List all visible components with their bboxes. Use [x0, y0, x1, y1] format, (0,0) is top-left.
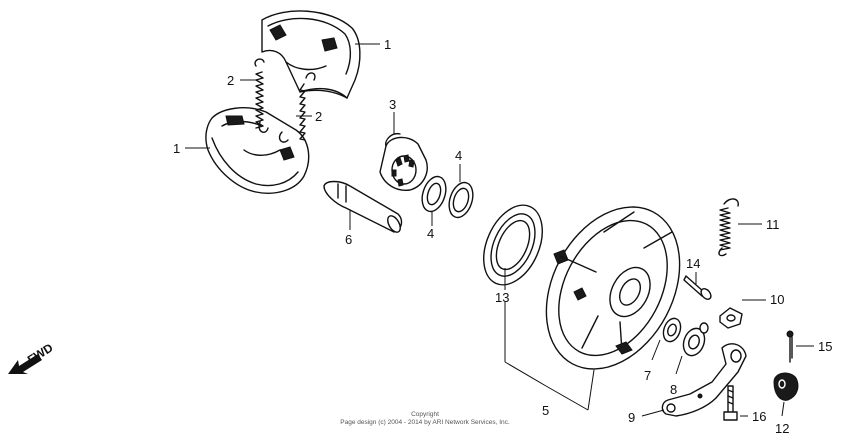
callout-1-upper: 1: [384, 37, 391, 52]
callout-14: 14: [686, 256, 700, 271]
pin[interactable]: [683, 272, 713, 301]
washer-thin[interactable]: [445, 164, 477, 221]
brake-shoe-upper[interactable]: [261, 10, 380, 99]
nut[interactable]: [719, 299, 766, 329]
washer-medium[interactable]: [675, 322, 709, 375]
brake-panel[interactable]: [504, 184, 706, 411]
callout-2-right: 2: [315, 109, 322, 124]
fwd-arrow-icon: FWD: [8, 340, 56, 374]
gear[interactable]: [379, 112, 428, 191]
washer-thick[interactable]: [418, 173, 450, 226]
return-spring[interactable]: [718, 198, 762, 257]
copyright-line-1: Copyright: [411, 411, 439, 418]
callout-4-upper: 4: [455, 148, 462, 163]
bolt[interactable]: [723, 385, 748, 421]
brake-shoe-lower[interactable]: [185, 107, 310, 194]
callout-2-left: 2: [227, 73, 234, 88]
callout-6: 6: [345, 232, 352, 247]
spring-left[interactable]: [240, 58, 269, 133]
grommet[interactable]: [773, 372, 799, 417]
callout-16: 16: [752, 409, 766, 424]
oil-seal[interactable]: [472, 196, 554, 294]
callout-5: 5: [542, 403, 549, 418]
washer-small[interactable]: [651, 316, 684, 361]
callout-7: 7: [644, 368, 651, 383]
brake-arm[interactable]: [641, 343, 747, 417]
copyright-notice: Copyright Page design (c) 2004 - 2014 by…: [300, 411, 550, 427]
callout-4-lower: 4: [427, 226, 434, 241]
brake-cam-shaft[interactable]: [323, 180, 403, 235]
callout-8: 8: [670, 382, 677, 397]
callout-13: 13: [495, 290, 509, 305]
cotter-pin[interactable]: [786, 330, 814, 363]
callout-11: 11: [766, 217, 780, 232]
callout-9: 9: [628, 410, 635, 425]
copyright-line-2: Page design (c) 2004 - 2014 by ARI Netwo…: [340, 419, 510, 426]
callout-12: 12: [775, 421, 789, 436]
callout-10: 10: [770, 292, 784, 307]
callout-3: 3: [389, 97, 396, 112]
callout-1-lower: 1: [173, 141, 180, 156]
fwd-label: FWD: [25, 340, 56, 367]
spring-right[interactable]: [278, 72, 316, 143]
callout-15: 15: [818, 339, 832, 354]
